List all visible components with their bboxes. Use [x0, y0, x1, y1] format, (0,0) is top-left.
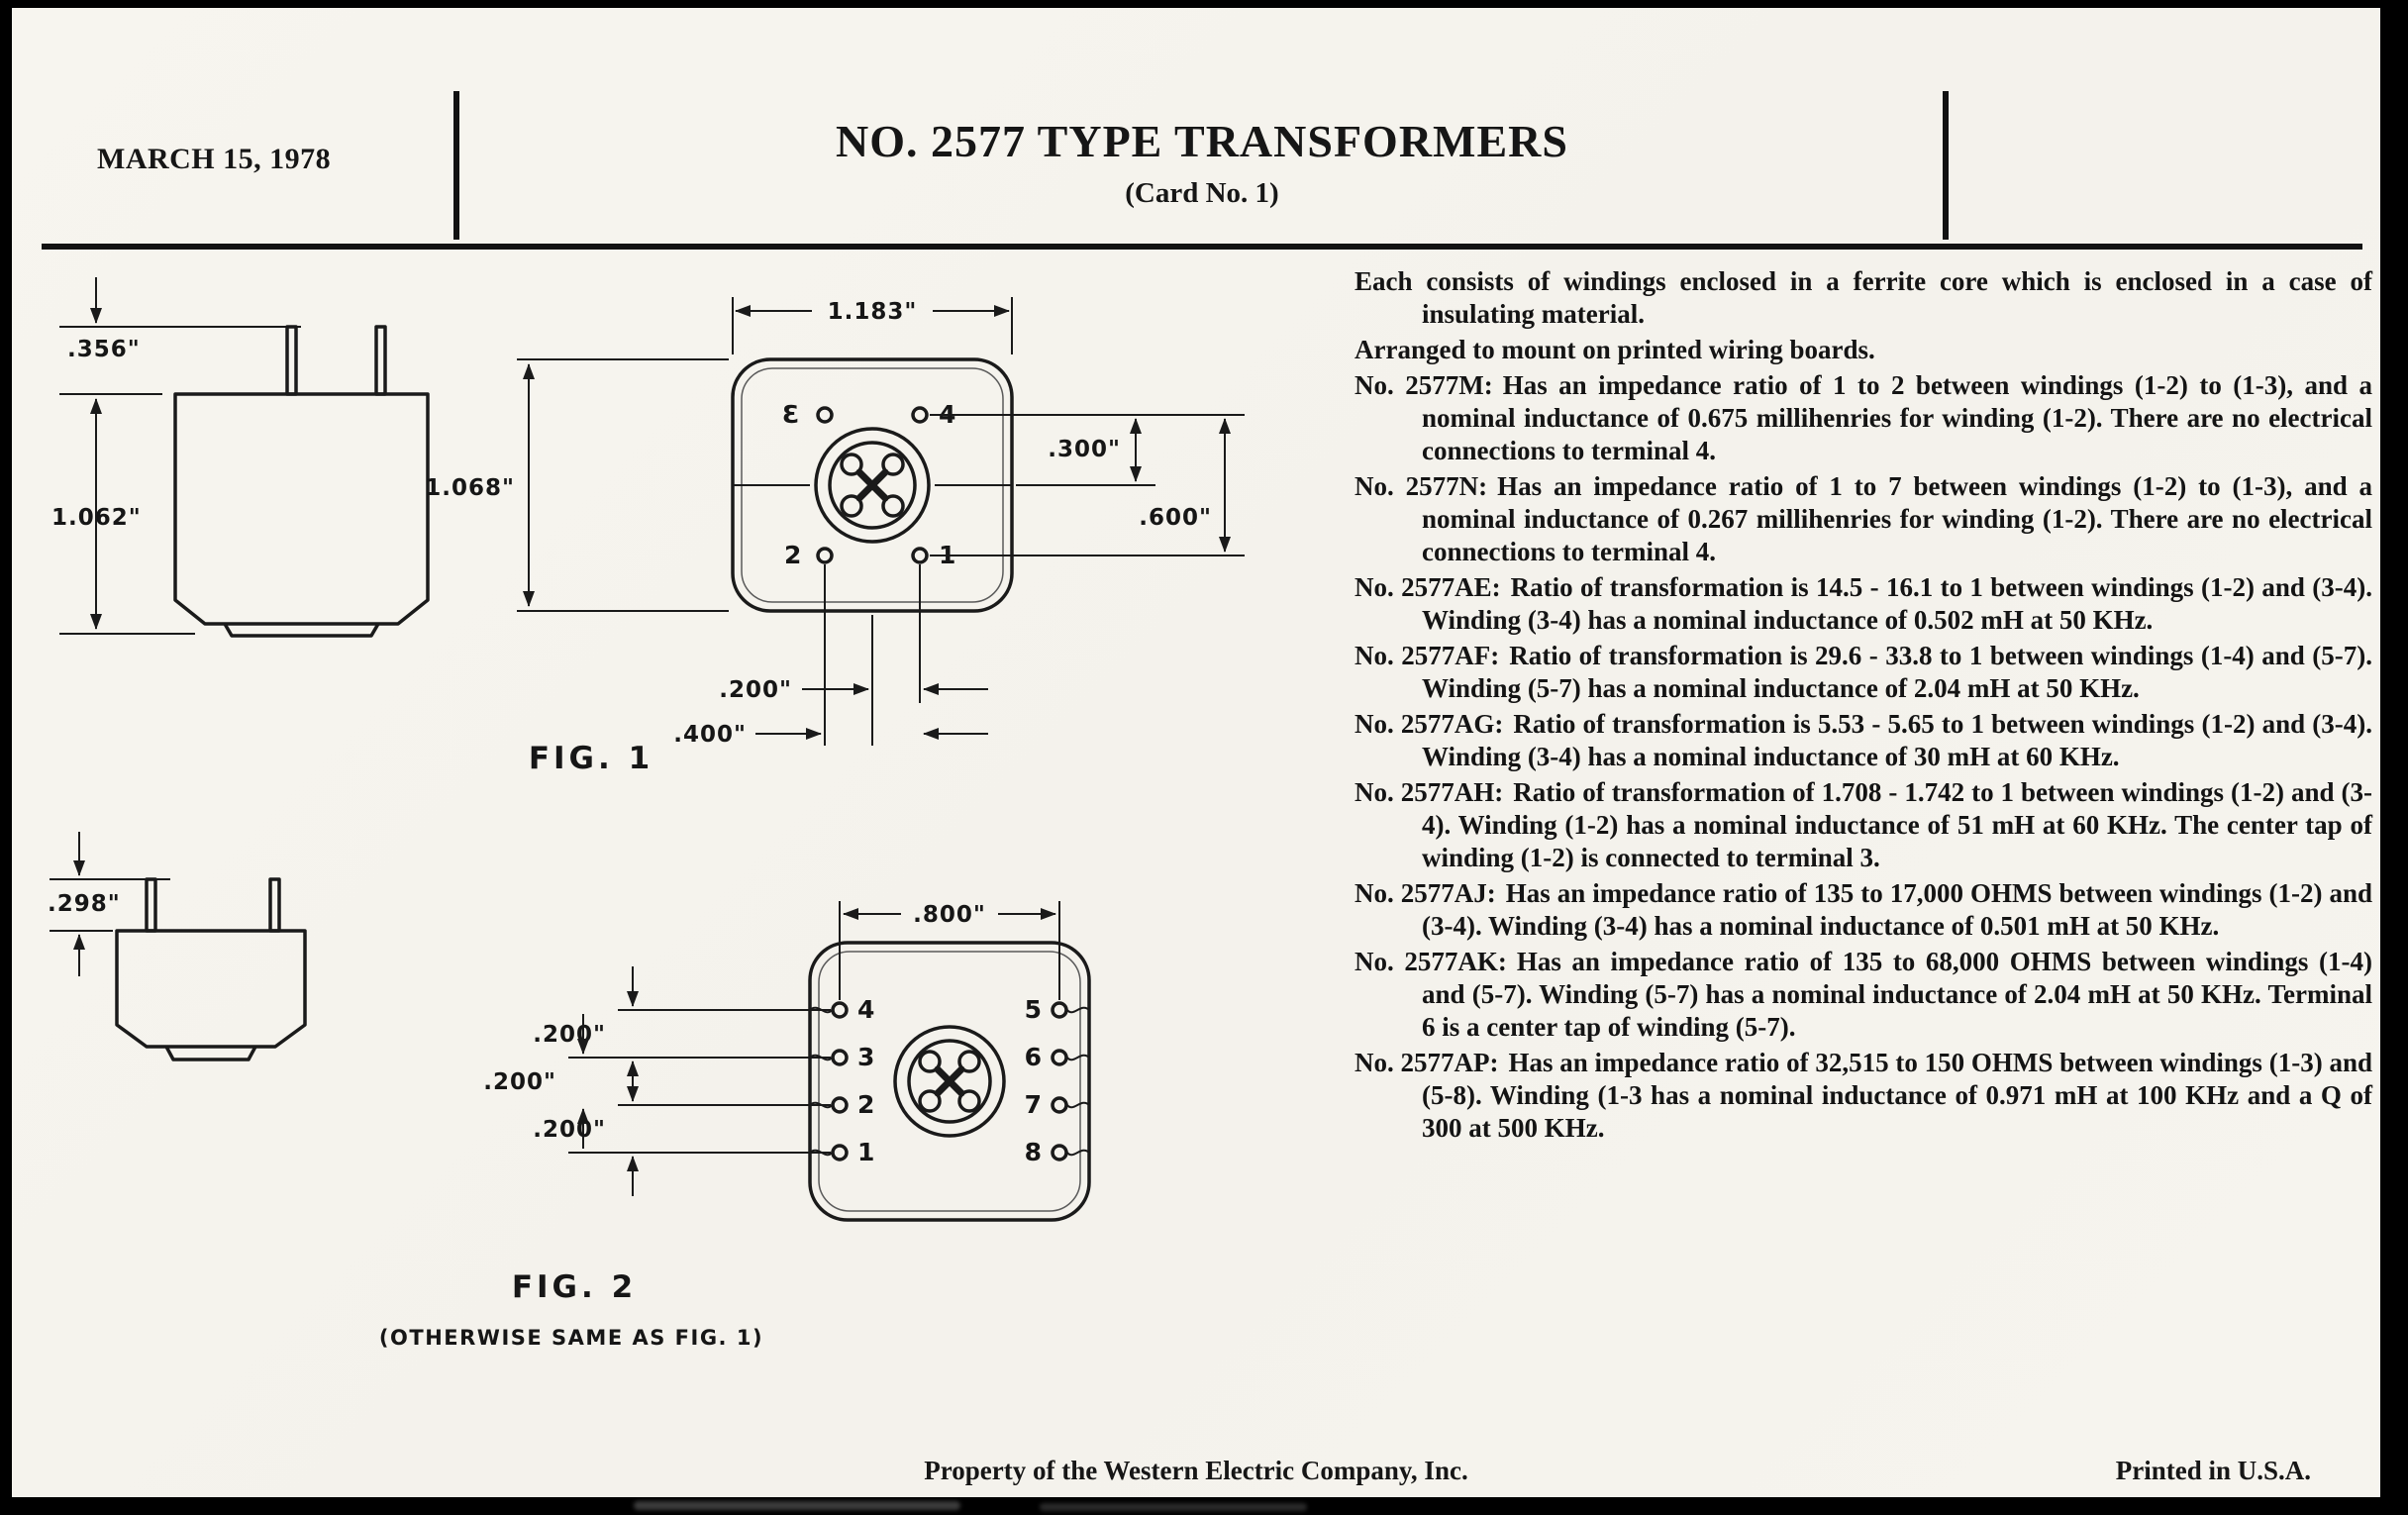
spec-item-label: No. 2577AF: — [1354, 641, 1500, 670]
spec-item-text: Has an impedance ratio of 32,515 to 150 … — [1422, 1048, 2372, 1143]
fig1-dim-200: .200" — [719, 677, 792, 703]
header-divider-right — [1943, 91, 1949, 240]
fig1-pin-height-dim: .356" — [67, 337, 141, 362]
fig1-dim-600: .600" — [1139, 505, 1212, 531]
fig2-pin-height-dim: .298" — [48, 891, 121, 917]
fig2-terminal-7: 7 — [1025, 1090, 1042, 1119]
spec-text-column: Each consists of windings enclosed in a … — [1354, 265, 2372, 1148]
spec-item-2577AF: No. 2577AF:Ratio of transformation is 29… — [1354, 640, 2372, 705]
fig2-terminal-4: 4 — [857, 995, 874, 1024]
fig2-dim-row3: .200" — [533, 1117, 606, 1143]
title-block: NO. 2577 TYPE TRANSFORMERS (Card No. 1) — [467, 115, 1937, 210]
fig2-note: (OTHERWISE SAME AS FIG. 1) — [379, 1326, 763, 1350]
spec-item-label: No. 2577AP: — [1354, 1048, 1499, 1077]
page-title: NO. 2577 TYPE TRANSFORMERS — [836, 116, 1568, 166]
scan-smudge — [634, 1501, 960, 1510]
fig2-terminal-3: 3 — [857, 1043, 874, 1071]
document-page: MARCH 15, 1978 NO. 2577 TYPE TRANSFORMER… — [12, 8, 2380, 1497]
fig2-dim-row2: .200" — [483, 1069, 556, 1095]
spec-item-text: Has an impedance ratio of 1 to 2 between… — [1422, 370, 2372, 465]
spec-item-text: Has an impedance ratio of 1 to 7 between… — [1422, 471, 2372, 566]
spec-item-2577AH: No. 2577AH:Ratio of transformation of 1.… — [1354, 776, 2372, 874]
spec-item-label: No. 2577AH: — [1354, 777, 1504, 807]
fig1-body-height-dim: 1.062" — [51, 505, 142, 531]
footer-printed-in: Printed in U.S.A. — [2115, 1456, 2311, 1485]
spec-item-2577AP: No. 2577AP:Has an impedance ratio of 32,… — [1354, 1047, 2372, 1145]
fig1-side-view: .356" 1.062" — [51, 277, 430, 638]
fig1-height-dim: 1.068" — [425, 475, 515, 501]
fig1-width-dim: 1.183" — [828, 299, 918, 325]
fig2-terminal-6: 6 — [1025, 1043, 1042, 1071]
spec-item-text: Ratio of transformation is 14.5 - 16.1 t… — [1422, 572, 2372, 635]
fig2-terminal-1: 1 — [857, 1138, 874, 1166]
spec-item-label: No. 2577AE: — [1354, 572, 1501, 602]
fig1-terminal-3: 3 — [782, 400, 799, 429]
spec-item-2577N: No. 2577N:Has an impedance ratio of 1 to… — [1354, 470, 2372, 568]
spec-item-2577AK: No. 2577AK:Has an impedance ratio of 135… — [1354, 946, 2372, 1044]
fig1-label: FIG. 1 — [529, 741, 653, 776]
fig2-dim-row1: .200" — [533, 1022, 606, 1048]
header-rule — [42, 244, 2362, 250]
fig1-terminal-2: 2 — [784, 541, 801, 569]
fig2-terminal-2: 2 — [857, 1090, 874, 1119]
scan-smudge — [1040, 1503, 1307, 1511]
spec-item-label: No. 2577AK: — [1354, 947, 1507, 976]
fig2-terminal-8: 8 — [1025, 1138, 1042, 1166]
fig1-dim-300: .300" — [1048, 437, 1121, 462]
spec-intro-1: Each consists of windings enclosed in a … — [1354, 266, 2372, 329]
fig1-dim-400: .400" — [673, 722, 747, 748]
spec-item-text: Ratio of transformation is 5.53 - 5.65 t… — [1422, 709, 2372, 771]
spec-intro-2: Arranged to mount on printed wiring boar… — [1354, 335, 1875, 364]
spec-item-2577AG: No. 2577AG:Ratio of transformation is 5.… — [1354, 708, 2372, 773]
fig2-terminal-5: 5 — [1025, 995, 1042, 1024]
fig2-side-view: .298" — [48, 832, 307, 1061]
spec-item-text: Ratio of transformation of 1.708 - 1.742… — [1422, 777, 2372, 872]
spec-item-text: Has an impedance ratio of 135 to 68,000 … — [1422, 947, 2372, 1042]
fig2-width-dim: .800" — [913, 902, 986, 928]
spec-item-label: No. 2577M: — [1354, 370, 1493, 400]
spec-item-2577AJ: No. 2577AJ:Has an impedance ratio of 135… — [1354, 877, 2372, 943]
fig2-top-view: 4 3 2 1 5 6 7 8 .800" — [379, 901, 1091, 1350]
spec-item-label: No. 2577AG: — [1354, 709, 1504, 739]
document-date: MARCH 15, 1978 — [97, 143, 332, 175]
page-subtitle: (Card No. 1) — [1125, 177, 1279, 209]
spec-item-text: Ratio of transformation is 29.6 - 33.8 t… — [1422, 641, 2372, 703]
spec-item-label: No. 2577N: — [1354, 471, 1488, 501]
spec-item-label: No. 2577AJ: — [1354, 878, 1496, 908]
footer-property-notice: Property of the Western Electric Company… — [924, 1456, 1468, 1485]
figures-drawing: .356" 1.062" 3 4 2 1 — [48, 277, 1245, 1350]
header-divider-left — [453, 91, 459, 240]
fig1-top-view: 3 4 2 1 1.183" 1.068" .300" .600" — [425, 297, 1245, 776]
spec-item-text: Has an impedance ratio of 135 to 17,000 … — [1422, 878, 2372, 941]
spec-item-2577AE: No. 2577AE:Ratio of transformation is 14… — [1354, 571, 2372, 637]
spec-item-2577M: No. 2577M:Has an impedance ratio of 1 to… — [1354, 369, 2372, 467]
fig2-label: FIG. 2 — [512, 1269, 637, 1305]
